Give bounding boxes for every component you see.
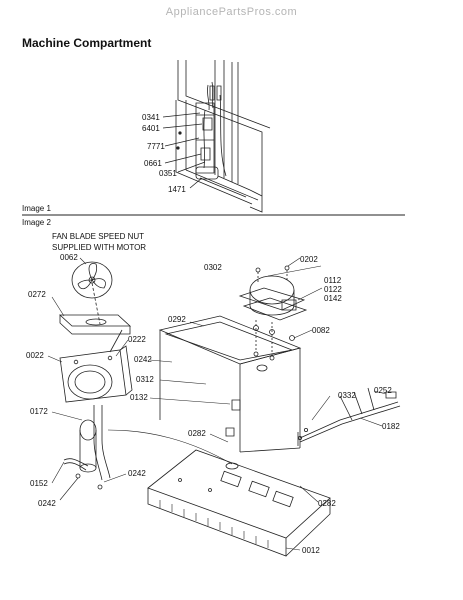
- drain-tube: [64, 405, 110, 489]
- fan-shroud: [60, 315, 130, 334]
- compressor: [240, 266, 306, 360]
- part-label-0302: 0302: [204, 263, 222, 272]
- part-label-0351: 0351: [159, 169, 177, 178]
- fan-note: FAN BLADE SPEED NUT SUPPLIED WITH MOTOR: [52, 231, 146, 253]
- part-label-0122: 0122: [324, 285, 342, 294]
- image1-assembly: [163, 60, 270, 212]
- part-label-0012: 0012: [302, 546, 320, 555]
- part-label-0252: 0252: [374, 386, 392, 395]
- part-label-0152: 0152: [30, 479, 48, 488]
- part-label-0661: 0661: [144, 159, 162, 168]
- part-label-1471: 1471: [168, 185, 186, 194]
- fan-note-line1: FAN BLADE SPEED NUT: [52, 232, 145, 241]
- part-label-0312: 0312: [136, 375, 154, 384]
- part-label-0332: 0332: [338, 391, 356, 400]
- wire-harness: [298, 388, 400, 446]
- condenser-housing: [160, 316, 300, 452]
- part-label-0282-a: 0282: [188, 429, 206, 438]
- part-label-0202: 0202: [300, 255, 318, 264]
- part-label-0112: 0112: [324, 276, 342, 285]
- part-label-0132: 0132: [130, 393, 148, 402]
- fan-blade: [72, 262, 112, 324]
- part-label-0222: 0222: [128, 335, 146, 344]
- part-label-0172: 0172: [30, 407, 48, 416]
- image1-label: Image 1: [22, 204, 51, 213]
- part-label-0341: 0341: [142, 113, 160, 122]
- part-label-0082: 0082: [312, 326, 330, 335]
- part-label-0242-c: 0242: [38, 499, 56, 508]
- fan-note-line2: SUPPLIED WITH MOTOR: [52, 243, 147, 252]
- part-label-0062: 0062: [60, 253, 78, 262]
- part-label-0022: 0022: [26, 351, 44, 360]
- part-label-0142: 0142: [324, 294, 342, 303]
- fan-motor-bracket: [60, 330, 132, 402]
- image2-label: Image 2: [22, 218, 51, 227]
- part-label-0242-b: 0242: [128, 469, 146, 478]
- part-label-0292: 0292: [168, 315, 186, 324]
- part-label-7771: 7771: [147, 142, 165, 151]
- part-label-0282-b: 0282: [318, 499, 336, 508]
- page-title: Machine Compartment: [22, 36, 152, 50]
- base-pan: [148, 450, 330, 556]
- watermark: AppliancePartsPros.com: [165, 6, 298, 18]
- part-label-0182: 0182: [382, 422, 400, 431]
- part-label-6401: 6401: [142, 124, 160, 133]
- part-label-0242-a: 0242: [134, 355, 152, 364]
- part-label-0272: 0272: [28, 290, 46, 299]
